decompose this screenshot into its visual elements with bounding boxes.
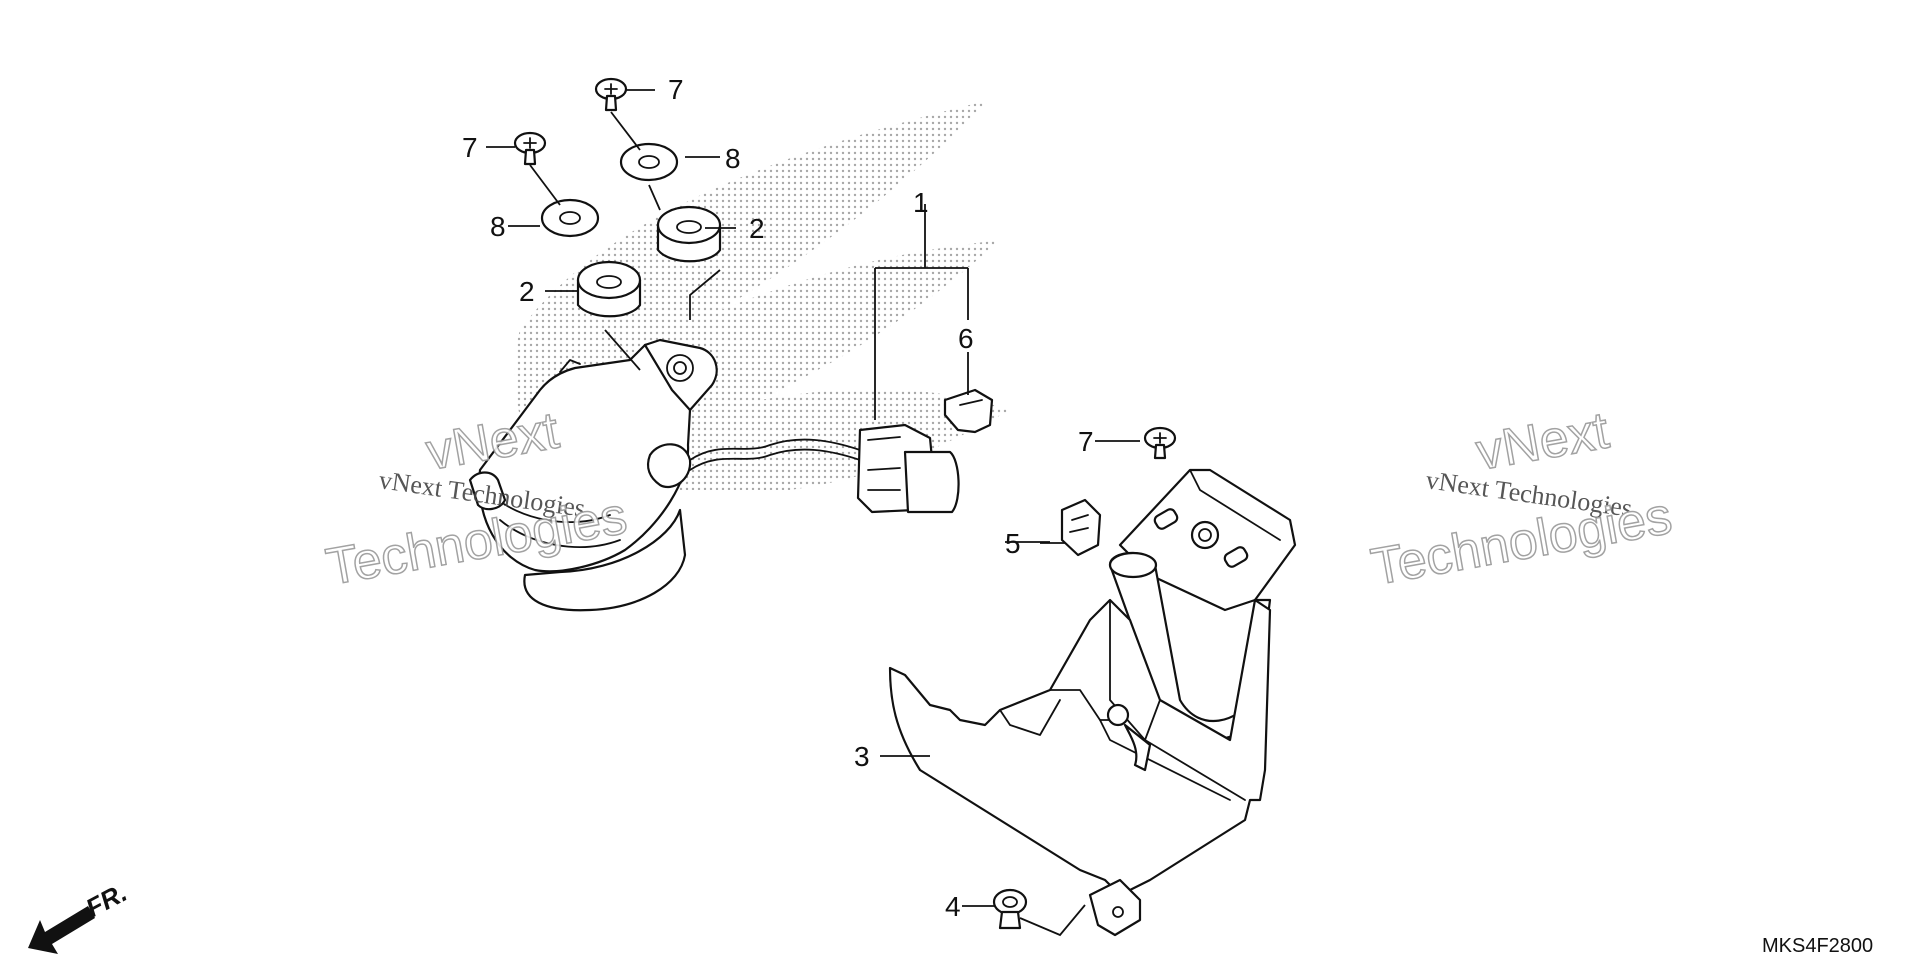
cover-panel (888, 598, 1272, 897)
grommet-left (576, 260, 642, 318)
callout-5: 5 (1005, 528, 1021, 559)
svg-text:vNext: vNext (1472, 402, 1614, 482)
callout-3: 3 (854, 741, 870, 772)
modulator-port (468, 471, 507, 511)
callout-8-left: 8 (490, 211, 506, 242)
connector-housing (903, 450, 960, 514)
wire-harness (689, 438, 861, 461)
modulator-bracket (643, 338, 718, 412)
callout-2-lower: 2 (519, 276, 535, 307)
bolt-right (594, 77, 628, 112)
callout-4: 4 (945, 891, 961, 922)
callout-6: 6 (958, 323, 974, 354)
callout-2-upper: 2 (749, 213, 765, 244)
washer-right (619, 142, 679, 182)
callout-7-right: 7 (1078, 426, 1094, 457)
callout-7-left: 7 (462, 132, 478, 163)
bolt-lower (1143, 426, 1177, 460)
grommet-right (656, 205, 722, 263)
cover-assembly (888, 468, 1297, 937)
nut-clip (1060, 498, 1102, 557)
modulator-fitting (646, 443, 692, 488)
watermark-right: vNext Technologies vNext Technologies (1366, 401, 1677, 598)
modulator-assembly (468, 338, 960, 612)
modulator-cylinder (523, 508, 687, 612)
screw (992, 888, 1028, 930)
callout-labels: 1 2 2 3 4 5 6 7 7 7 8 8 (462, 74, 1094, 922)
washer-left (540, 198, 600, 238)
callout-8-right: 8 (725, 143, 741, 174)
callout-7-top: 7 (668, 74, 684, 105)
bolt-left (513, 131, 547, 166)
modulator-body (478, 341, 692, 573)
callout-1: 1 (913, 187, 929, 218)
front-arrow-icon (28, 906, 95, 954)
front-direction-indicator: FR. (28, 877, 132, 954)
leader-lines (486, 89, 1140, 937)
part-code: MKS4F2800 (1762, 935, 1873, 957)
